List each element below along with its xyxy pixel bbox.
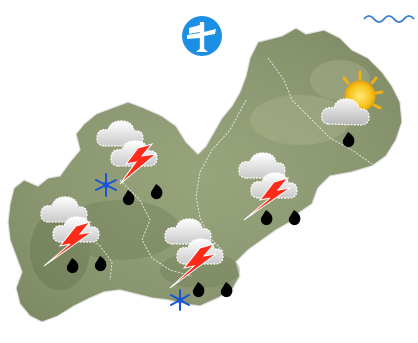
- cloud-icon: [321, 98, 370, 126]
- rain-drop-icon: [66, 256, 107, 274]
- snowflake-icon: [170, 289, 190, 311]
- forecast-northeast: [321, 70, 384, 148]
- rain-drop-icon: [122, 184, 163, 206]
- lightning-icon: [243, 177, 291, 221]
- rain-drop-icon: [260, 210, 301, 226]
- rain-drop-icon: [342, 132, 355, 148]
- snowflake-icon: [95, 173, 117, 197]
- sea-wave-icon: [363, 15, 415, 23]
- forecast-west: [40, 196, 107, 274]
- forecast-center: [238, 152, 301, 226]
- lightning-icon: [43, 221, 93, 267]
- rain-drop-icon: [192, 282, 233, 298]
- forecast-south: [164, 218, 233, 311]
- land-area: [7, 27, 403, 323]
- lightning-icon: [169, 243, 217, 289]
- lightning-icon: [119, 143, 158, 185]
- wind-vane-icon: [182, 16, 222, 56]
- forecast-northwest: [95, 120, 163, 206]
